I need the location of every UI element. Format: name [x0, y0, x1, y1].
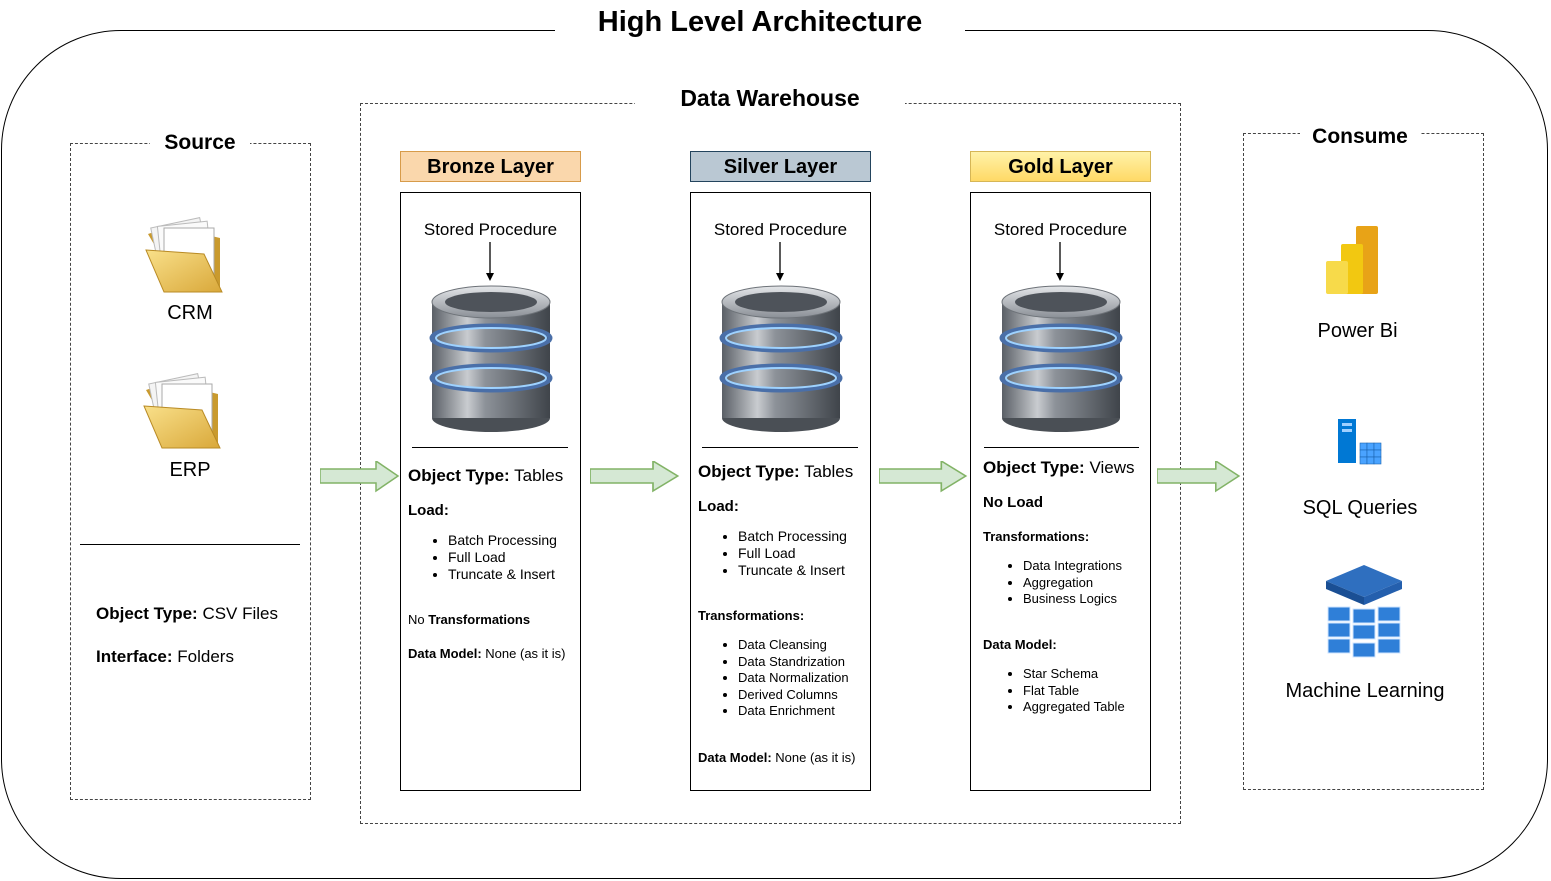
down-arrow-icon: [1056, 242, 1064, 281]
silver-data-model: Data Model: None (as it is): [698, 750, 856, 765]
list-item: Truncate & Insert: [448, 566, 557, 583]
silver-transformations-label: Transformations:: [698, 608, 805, 623]
machine-learning-icon: [1326, 565, 1402, 658]
silver-transformations-list: Data Cleansing Data Standrization Data N…: [718, 637, 849, 720]
source-object-type: Object Type: CSV Files: [96, 604, 279, 623]
source-interface: Interface: Folders: [96, 647, 234, 666]
database-icon: [718, 280, 844, 432]
bronze-data-model: Data Model: None (as it is): [408, 646, 566, 661]
consume-powerbi-label: Power Bi: [1317, 320, 1398, 342]
down-arrow-icon: [776, 242, 784, 281]
list-item: Derived Columns: [738, 687, 849, 704]
list-item: Aggregation: [1023, 575, 1122, 592]
list-item: Full Load: [738, 545, 847, 562]
gold-layer-header: Gold Layer: [970, 151, 1151, 182]
gold-divider: [984, 447, 1139, 448]
consume-sql-label: SQL Queries: [1302, 497, 1418, 519]
consume-title: Consume: [1300, 123, 1420, 151]
source-crm-label: CRM: [167, 302, 213, 324]
folder-icon: [143, 373, 221, 449]
list-item: Flat Table: [1023, 683, 1125, 700]
consume-ml-label: Machine Learning: [1285, 680, 1445, 702]
bronze-divider: [412, 447, 568, 448]
bronze-transformations: No Transformations: [408, 612, 531, 627]
gold-transformations-label: Transformations:: [983, 529, 1090, 544]
folder-icon: [145, 217, 223, 293]
gold-object-type: Object Type: Views: [983, 458, 1135, 477]
list-item: Data Normalization: [738, 670, 849, 687]
source-title: Source: [150, 129, 250, 157]
silver-stored-procedure: Stored Procedure: [713, 220, 848, 239]
page-title: High Level Architecture: [555, 2, 965, 42]
bronze-layer-header: Bronze Layer: [400, 151, 581, 182]
list-item: Business Logics: [1023, 591, 1122, 608]
source-divider: [80, 544, 300, 545]
silver-layer-header: Silver Layer: [690, 151, 871, 182]
list-item: Data Cleansing: [738, 637, 849, 654]
list-item: Data Integrations: [1023, 558, 1122, 575]
power-bi-icon: [1326, 226, 1378, 294]
source-erp-label: ERP: [169, 459, 211, 481]
list-item: Truncate & Insert: [738, 562, 847, 579]
list-item: Star Schema: [1023, 666, 1125, 683]
flow-arrow-icon: [1157, 461, 1240, 492]
bronze-object-type: Object Type: Tables: [408, 466, 564, 485]
sql-server-icon: [1338, 419, 1382, 465]
down-arrow-icon: [486, 242, 494, 281]
bronze-load-label: Load:: [408, 502, 449, 519]
flow-arrow-icon: [320, 461, 399, 492]
gold-data-model-label: Data Model:: [983, 637, 1057, 652]
database-icon: [998, 280, 1124, 432]
bronze-load-list: Batch Processing Full Load Truncate & In…: [428, 532, 557, 583]
warehouse-title: Data Warehouse: [635, 84, 905, 112]
silver-load-list: Batch Processing Full Load Truncate & In…: [718, 528, 847, 579]
database-icon: [428, 280, 554, 432]
list-item: Batch Processing: [738, 528, 847, 545]
list-item: Full Load: [448, 549, 557, 566]
gold-data-model-list: Star Schema Flat Table Aggregated Table: [1003, 666, 1125, 716]
gold-transformations-list: Data Integrations Aggregation Business L…: [1003, 558, 1122, 608]
gold-stored-procedure: Stored Procedure: [993, 220, 1128, 239]
silver-object-type: Object Type: Tables: [698, 462, 854, 481]
silver-divider: [702, 447, 858, 448]
list-item: Aggregated Table: [1023, 699, 1125, 716]
bronze-stored-procedure: Stored Procedure: [423, 220, 558, 239]
list-item: Data Enrichment: [738, 703, 849, 720]
flow-arrow-icon: [879, 461, 967, 492]
list-item: Data Standrization: [738, 654, 849, 671]
silver-load-label: Load:: [698, 498, 739, 515]
flow-arrow-icon: [590, 461, 679, 492]
gold-load-label: No Load: [983, 494, 1043, 511]
list-item: Batch Processing: [448, 532, 557, 549]
